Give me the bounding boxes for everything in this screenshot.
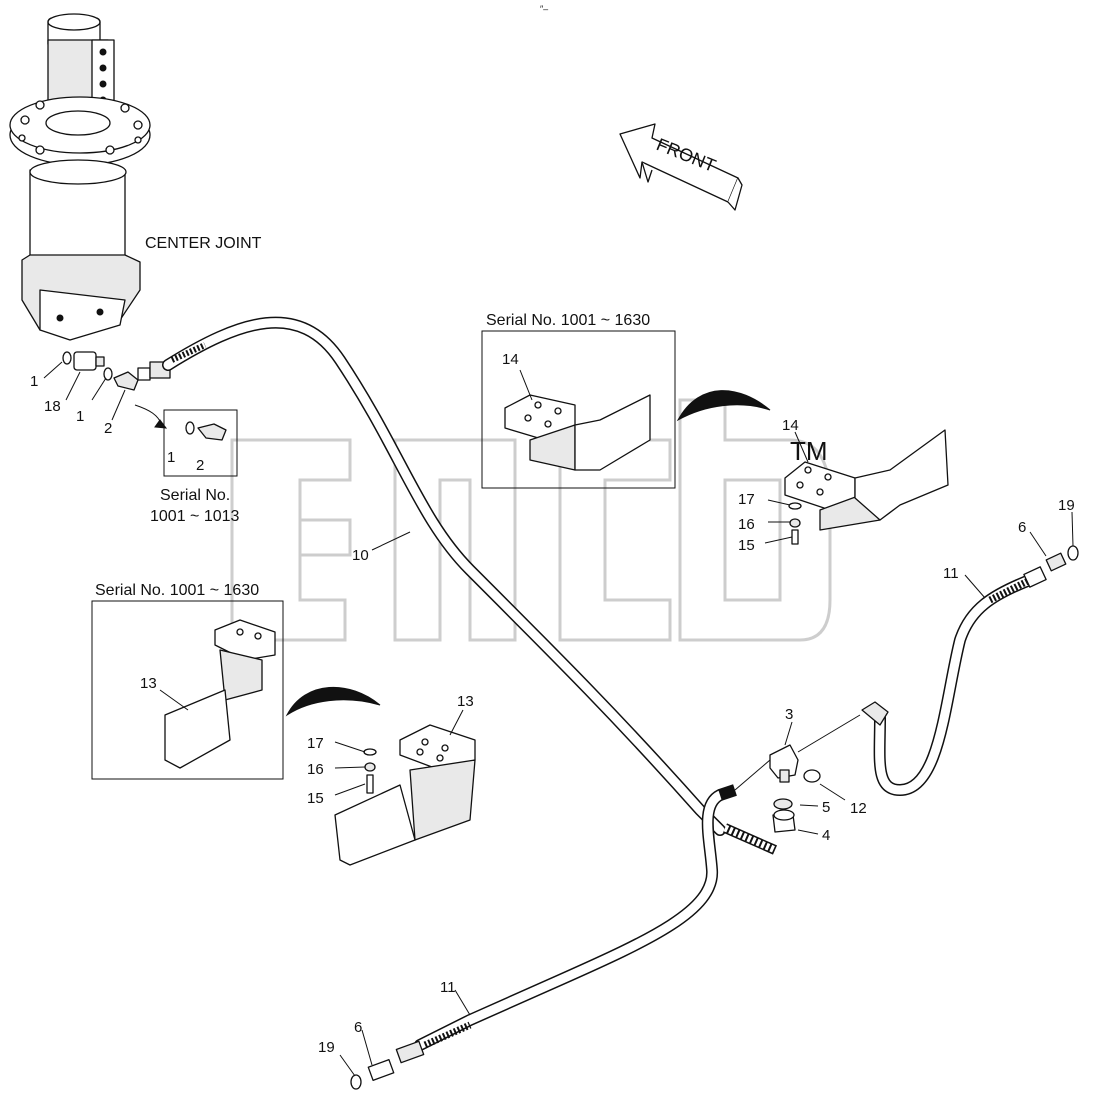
callout-13b: 13	[457, 693, 474, 710]
callout-11b: 11	[943, 565, 959, 582]
serial-note-b: Serial No. 1001 ~ 1630	[486, 312, 650, 329]
callout-1b: 1	[76, 408, 84, 425]
center-joint-label: CENTER JOINT	[145, 235, 262, 252]
callout-17a: 17	[738, 491, 755, 508]
callout-14a: 14	[502, 351, 519, 368]
callout-10: 10	[352, 547, 369, 564]
callout-2b: 2	[196, 457, 204, 474]
callout-6b: 6	[1018, 519, 1026, 536]
center-joint-fittings	[62, 351, 171, 391]
callout-5: 5	[822, 799, 830, 816]
callout-1c: 1	[167, 449, 175, 466]
arrow-13	[285, 686, 381, 717]
callout-15b: 15	[307, 790, 324, 807]
callout-11a: 11	[440, 979, 456, 996]
arrow-14	[676, 390, 771, 422]
callout-12: 12	[850, 800, 867, 817]
inset-serial-1013	[134, 404, 238, 477]
callout-19a: 19	[318, 1039, 335, 1056]
center-joint-illustration	[9, 13, 151, 341]
hose-11-lower	[350, 784, 778, 1090]
leader-lines	[43, 361, 1074, 1077]
inset-bracket-13	[91, 600, 284, 780]
callout-2a: 2	[104, 420, 112, 437]
callout-1a: 1	[30, 373, 38, 390]
serial-note-c: Serial No. 1001 ~ 1630	[95, 582, 259, 599]
bracket-13	[334, 724, 476, 866]
bracket-14	[784, 429, 949, 545]
serial-note-a-line2: 1001 ~ 1013	[150, 508, 240, 525]
hose-10	[162, 316, 726, 836]
inset-bracket-14	[481, 330, 676, 489]
callout-6a: 6	[354, 1019, 362, 1036]
callout-15a: 15	[738, 537, 755, 554]
watermark-tm: TM	[790, 436, 828, 466]
callout-18: 18	[44, 398, 61, 415]
hose-11-right	[861, 545, 1079, 797]
callout-17b: 17	[307, 735, 324, 752]
serial-note-a-line1: Serial No.	[160, 487, 230, 504]
callout-19b: 19	[1058, 497, 1075, 514]
callout-16b: 16	[307, 761, 324, 778]
callout-4: 4	[822, 827, 830, 844]
callout-14b: 14	[782, 417, 799, 434]
callout-13a: 13	[140, 675, 157, 692]
tee-fitting-group	[734, 714, 861, 833]
callout-3: 3	[785, 706, 793, 723]
header-mark: ″‒	[540, 4, 548, 14]
front-direction-arrow	[619, 123, 743, 211]
callout-16a: 16	[738, 516, 755, 533]
